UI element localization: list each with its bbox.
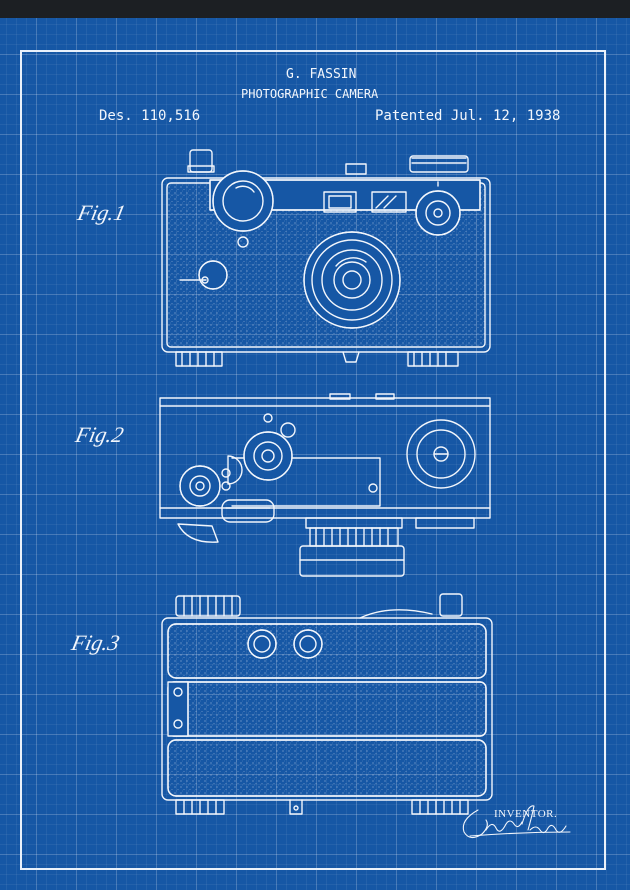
inventor-name: G. FASSIN <box>286 67 357 82</box>
patent-drawings <box>159 149 571 839</box>
window-top-bar <box>0 0 630 18</box>
poster-frame <box>20 50 606 870</box>
figure-3-drawing <box>161 593 493 815</box>
design-number: Des. 110,516 <box>99 108 201 124</box>
figure-1-drawing <box>161 149 491 367</box>
figure-2-drawing <box>159 393 491 577</box>
patent-title: PHOTOGRAPHIC CAMERA <box>241 87 379 101</box>
blueprint-poster: G. FASSIN PHOTOGRAPHIC CAMERA Des. 110,5… <box>0 18 630 890</box>
patent-date: Patented Jul. 12, 1938 <box>375 108 561 124</box>
signature-icon <box>462 805 571 839</box>
